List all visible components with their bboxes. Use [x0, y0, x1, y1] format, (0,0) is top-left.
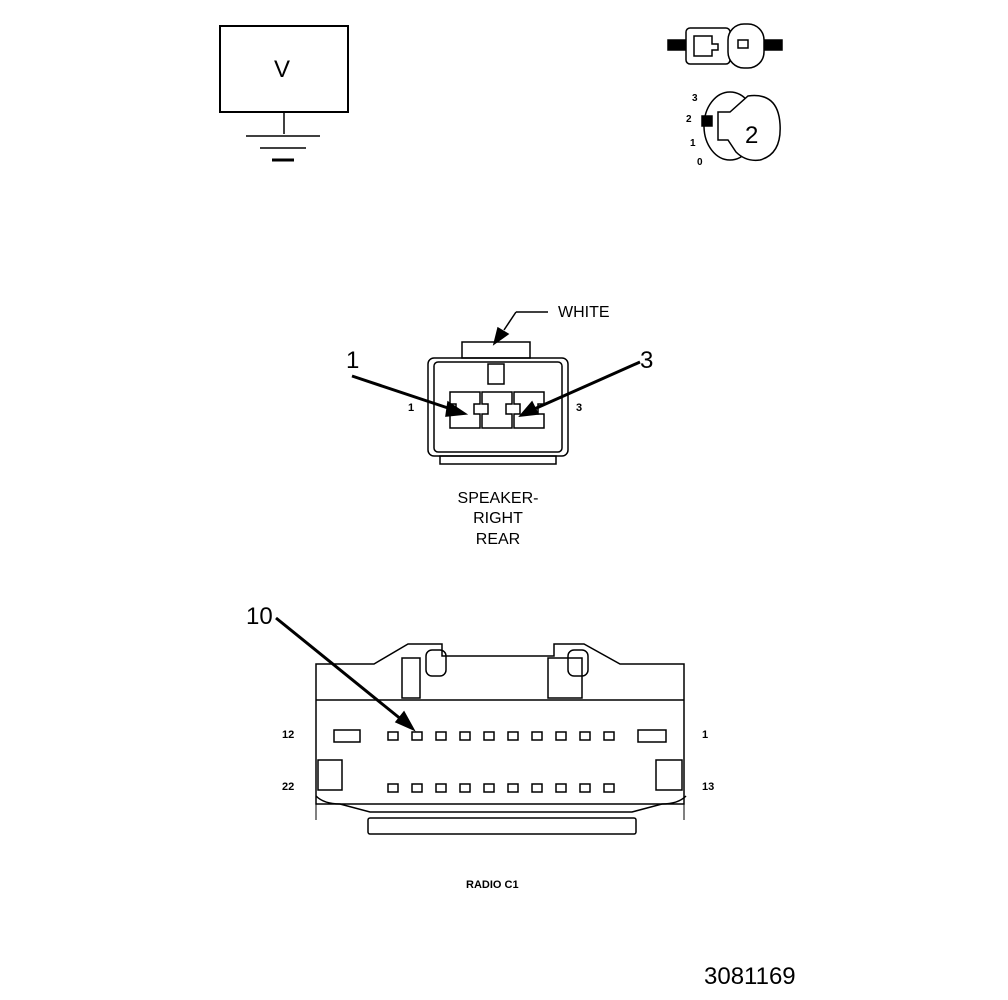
key-position-2: 2	[686, 114, 692, 125]
key-position-3: 3	[692, 93, 698, 104]
figure-number: 3081169	[704, 963, 796, 990]
speaker-connector	[351, 311, 641, 465]
speaker-name-line-1: SPEAKER-	[457, 490, 539, 507]
meter-label: V	[274, 56, 291, 83]
radio-pin-13-label: 13	[702, 781, 715, 793]
connector-color-label: WHITE	[558, 304, 610, 321]
radio-pin-12-label: 12	[282, 729, 295, 741]
radio-connector	[275, 616, 687, 835]
radio-pin-row-bottom	[387, 783, 615, 793]
key-number: 2	[745, 122, 759, 149]
radio-pin-22-label: 22	[282, 781, 295, 793]
radio-pin-1-label: 1	[702, 729, 709, 741]
radio-pin-row-top	[387, 731, 615, 741]
key-position-1: 1	[690, 138, 696, 149]
radio-callout-10: 10	[246, 603, 273, 630]
ignition-key-icon	[701, 91, 781, 162]
key-fob-icon	[667, 23, 783, 69]
speaker-pin-1-label: 1	[408, 402, 415, 414]
voltmeter-symbol	[219, 25, 349, 162]
key-position-0: 0	[697, 157, 703, 168]
speaker-pin-3-label: 3	[576, 402, 583, 414]
speaker-callout-1: 1	[346, 347, 360, 374]
speaker-name-line-2: RIGHT	[473, 510, 523, 527]
radio-connector-name: RADIO C1	[466, 879, 519, 891]
speaker-name-line-3: REAR	[475, 531, 521, 548]
speaker-callout-3: 3	[640, 347, 654, 374]
